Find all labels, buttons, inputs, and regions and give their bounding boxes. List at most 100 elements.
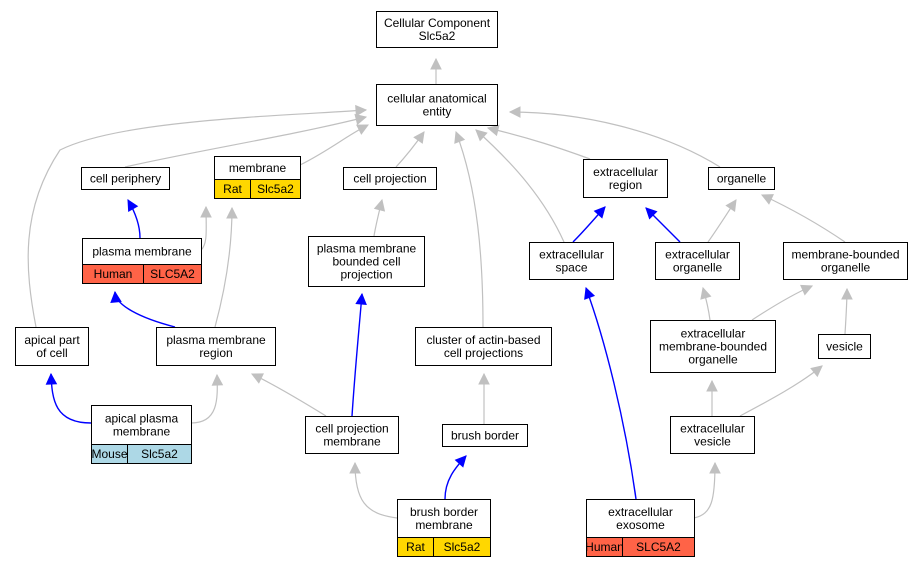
edge-arrowhead: [349, 461, 361, 474]
edge-exo-to-ecspace: [584, 286, 637, 500]
node-label-line: plasma membrane: [317, 242, 417, 256]
edge-cellproj-to-cae: [395, 131, 425, 168]
node-label-line: cellular anatomical: [387, 92, 486, 106]
node-box: [583, 159, 668, 198]
node-organelle[interactable]: organelle: [708, 167, 775, 190]
edge-arrowhead: [211, 373, 224, 386]
gene-symbol: Slc5a2: [444, 540, 481, 554]
edge-arrowhead: [486, 124, 500, 137]
node-label-line: region: [609, 178, 642, 192]
edge-ecmbo-to-ecorg: [700, 286, 712, 321]
edge-ecves-to-ecmbo: [706, 379, 718, 416]
node-label-line: cell projection: [353, 172, 426, 186]
species-name: Rat: [406, 540, 425, 554]
node-box: [376, 11, 498, 48]
edge-line: [354, 462, 398, 519]
edge-ecorg-to-organelle: [707, 199, 737, 243]
edge-arrowhead: [200, 205, 212, 218]
species-name: Human: [94, 267, 133, 281]
node-label-line: membrane-bounded: [659, 340, 767, 354]
gene-cell: [433, 537, 491, 557]
edge-ecves-to-vesicle: [739, 365, 823, 417]
node-box: [305, 416, 399, 454]
node-label-line: membrane-bounded: [791, 248, 899, 262]
edge-line: [124, 116, 367, 168]
node-box: [15, 327, 89, 366]
edges-layer: [27, 57, 853, 519]
species-name: Human: [585, 540, 624, 554]
edge-arrowhead: [355, 104, 368, 117]
node-label-line: plasma membrane: [92, 245, 192, 259]
gene-cell: [622, 537, 695, 557]
node-box: [442, 424, 528, 447]
node-label-line: extracellular: [680, 422, 745, 436]
edge-pmbcp-to-cellproj: [373, 198, 386, 237]
node-label-line: entity: [423, 105, 452, 119]
edge-line: [739, 365, 823, 417]
node-cellproj[interactable]: cell projection: [343, 167, 437, 190]
node-bb[interactable]: brush border: [442, 424, 528, 447]
node-label-line: space: [555, 261, 587, 275]
node-label-line: extracellular: [608, 505, 673, 519]
edge-vesicle-to-mbo: [841, 287, 853, 335]
edge-line: [475, 129, 565, 243]
edge-arrowhead: [841, 287, 853, 300]
node-label-line: plasma membrane: [166, 333, 266, 347]
node-label-line: membrane: [229, 161, 287, 175]
edge-line: [27, 109, 367, 328]
edge-apm-to-apical: [45, 372, 92, 424]
edge-line: [487, 127, 591, 160]
node-cellperiph[interactable]: cell periphery: [81, 167, 170, 190]
node-label-line: membrane: [323, 435, 381, 449]
node-vesicle[interactable]: vesicle: [818, 334, 871, 359]
node-label-line: Slc5a2: [419, 29, 456, 43]
node-box: [655, 242, 740, 280]
edge-pmr-to-membrane: [214, 206, 238, 328]
edge-cellperiph-to-cae: [124, 113, 368, 168]
node-label-line: apical plasma: [105, 412, 179, 426]
node-box: [529, 242, 614, 280]
edge-line: [455, 131, 484, 328]
node-box: [670, 416, 755, 454]
edge-apical-to-cae: [27, 104, 368, 328]
node-box: [343, 167, 437, 190]
edge-arrowhead: [810, 365, 823, 378]
gene-cell: [250, 179, 301, 199]
node-box: [708, 167, 775, 190]
edge-arrowhead: [430, 57, 442, 70]
species-name: Mouse: [91, 447, 127, 461]
edge-line: [351, 293, 363, 417]
node-label-line: cell projections: [444, 346, 523, 360]
edge-arrowhead: [800, 284, 814, 296]
edge-line: [50, 373, 92, 424]
edge-ecspace-to-cae: [475, 129, 565, 243]
edge-arrowhead: [127, 199, 139, 212]
node-label-line: organelle: [821, 261, 871, 275]
edge-line: [214, 207, 233, 328]
edge-pm-to-cellperiph: [127, 199, 141, 239]
node-label-line: vesicle: [694, 435, 731, 449]
edge-arrowhead: [645, 207, 658, 220]
edge-ecorg-to-ecregion: [645, 207, 681, 243]
node-label-line: exosome: [616, 518, 665, 532]
